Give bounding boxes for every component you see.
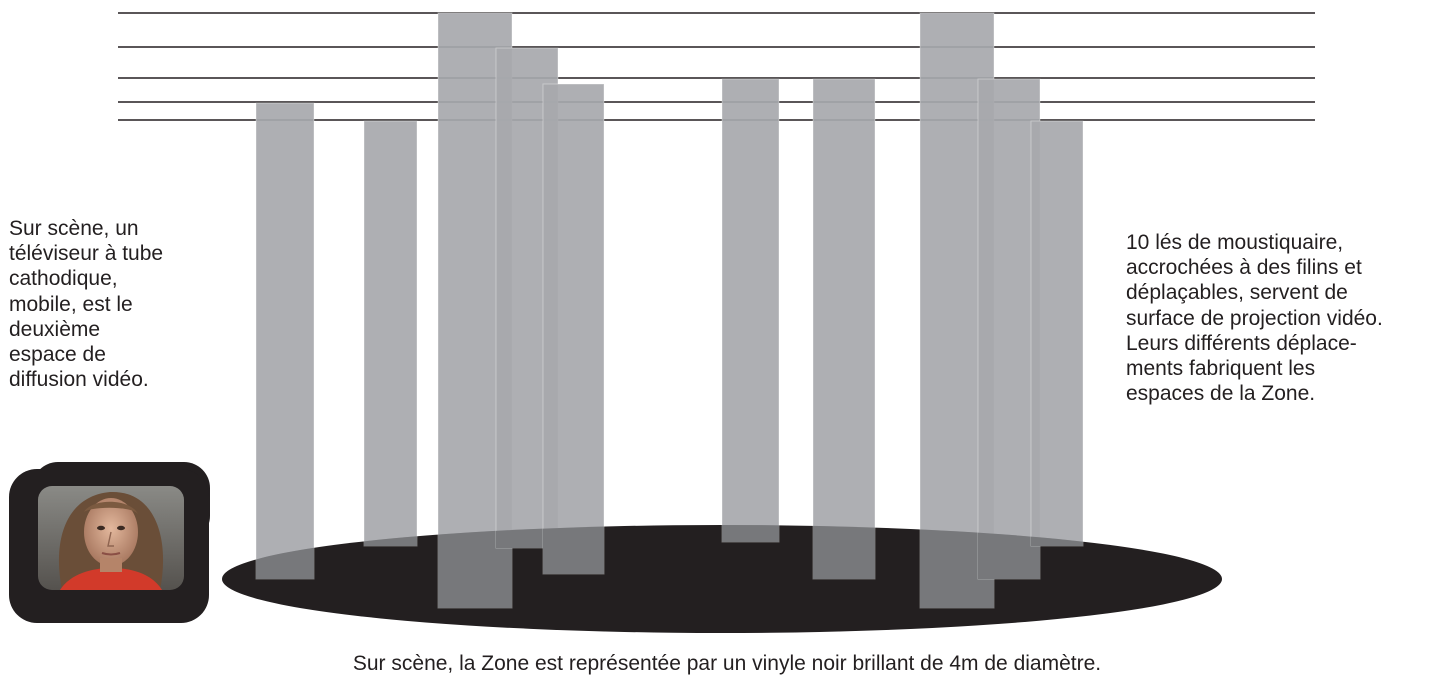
caption-line: déplaçables, servent de [1126,281,1348,305]
caption-line: deuxième [9,317,101,341]
caption-line: espace de [9,343,106,367]
net-panel-7[interactable] [812,78,876,580]
portrait-face-icon [58,491,164,590]
tv-description-caption: Sur scène, un téléviseur à tube cathodiq… [9,216,163,392]
caption-line: téléviseur à tube [9,242,164,266]
net-panel-2[interactable] [363,120,418,547]
caption-line: surface de projection vidéo. [1126,306,1383,330]
caption-line: ments fabriquent les [1126,357,1316,381]
caption-line: Sur scène, un [9,217,139,240]
caption-line: Leurs différents déplace- [1126,331,1357,355]
crt-television-icon[interactable] [9,462,210,623]
suspension-wires [118,12,1315,121]
net-panel-5[interactable] [542,83,605,575]
net-panel-9[interactable] [977,78,1041,580]
mosquito-net-panels [255,12,1084,609]
panels-description-caption: 10 lés de moustiquaire, accrochées à des… [1126,230,1383,406]
caption-line: mobile, est le [9,292,133,316]
net-panel-1[interactable] [255,102,315,580]
tv-screen [38,486,184,590]
net-panel-10[interactable] [1030,120,1084,547]
floor-description-caption: Sur scène, la Zone est représentée par u… [352,652,1102,675]
caption-line: diffusion vidéo. [9,368,149,392]
net-panel-6[interactable] [721,78,780,543]
caption-line: accrochées à des filins et [1126,256,1362,280]
caption-line: cathodique, [9,267,118,291]
caption-line: 10 lés de moustiquaire, [1126,231,1344,254]
caption-line: espaces de la Zone. [1126,382,1316,406]
